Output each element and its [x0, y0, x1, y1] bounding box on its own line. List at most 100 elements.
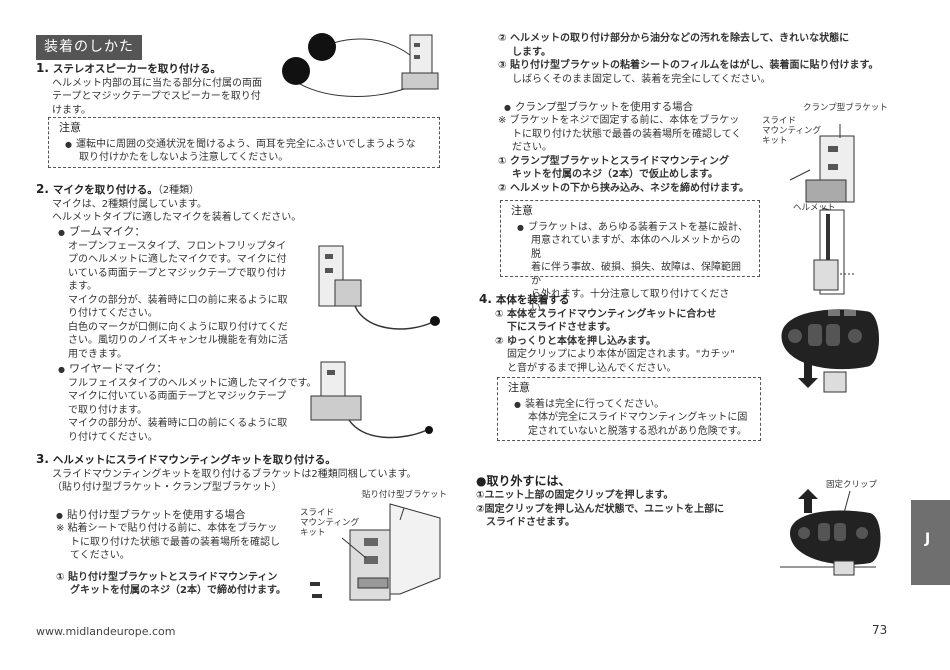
speaker-illustration [282, 33, 439, 97]
step3-heading: ヘルメットにスライドマウンティングキットを取り付ける。 [52, 454, 336, 466]
adhesive-step2-line: します。 [512, 46, 551, 58]
clamp-step2-line: ② ヘルメットの下から挟み込み、ネジを締め付けます。 [498, 182, 749, 194]
wired-mic-title: ワイヤードマイク： [58, 362, 318, 377]
step1-heading: ステレオスピーカーを取り付ける。 [52, 63, 221, 75]
step1-body-line: けます。 [52, 104, 91, 116]
step1-number: 1. [36, 61, 49, 75]
boom-mic-illustration [318, 245, 440, 330]
label-helmet: ヘルメット [793, 203, 836, 213]
adhesive-step1-line: グキットを付属のネジ（2本）で締め付けます。 [70, 585, 286, 597]
step2-intro-line: マイクは、2種類付属しています。 [52, 198, 207, 210]
adhesive-title: 貼り付け型ブラケットを使用する場合 [56, 508, 296, 522]
unit-slide-illustration [781, 309, 879, 393]
step3-number: 3. [36, 452, 49, 466]
language-tab: J [911, 500, 950, 585]
label-kit-line: キット [300, 528, 326, 539]
adhesive-bracket-illustration [310, 503, 441, 601]
label-mounting-kit-right: スライド マウンティング キット [762, 116, 821, 147]
remove-title: ●取り外すには、 [476, 474, 571, 488]
step4-s1-line: 下にスライドさせます。 [507, 322, 616, 333]
wired-line: マイクの部分が、装着時に口の前にくるように取 [68, 418, 288, 430]
step4-s1-line: ① 本体をスライドマウンティングキットに合わせ [495, 308, 717, 320]
step2-number: 2. [36, 182, 49, 196]
boom-line: り付けてください。 [68, 308, 158, 320]
boom-line: 白色のマークが口側に向くように取り付けてくだ [68, 321, 288, 333]
adhesive-step3-line: しばらくそのまま固定して、装着を完全にしてください。 [512, 73, 771, 85]
clamp-note: 注意 ブラケットは、あらゆる装着テストを基に設計、 用意されていますが、本体のヘ… [500, 200, 760, 314]
label-kit-line: マウンティング [762, 126, 821, 137]
label-kit-line: マウンティング [300, 518, 359, 529]
label-fixing-clip: 固定クリップ [826, 480, 878, 490]
unit-remove-illustration [780, 489, 881, 576]
label-mounting-kit: スライド マウンティング キット [300, 508, 359, 539]
adhesive-step2-line: ② ヘルメットの取り付け部分から油分などの汚れを除去して、きれいな状態に [498, 33, 850, 44]
boom-line: いている両面テープとマジックテープで取り付け [68, 267, 287, 279]
adhesive-note-line: ※ 粘着シートで貼り付ける前に、本体をブラケッ [56, 523, 278, 535]
step4-heading: 本体を装着する [495, 294, 570, 306]
note-line: 装着は完全に行ってください。 [514, 398, 750, 412]
adhesive-step1-line: ① 貼り付け型ブラケットとスライドマウンティン [56, 571, 278, 583]
clamp-step1-line: キットを付属のネジ（2本）で仮止めします。 [512, 169, 718, 181]
step4: 4.本体を装着する ① 本体をスライドマウンティングキットに合わせ 下にスライド… [479, 291, 769, 375]
section-title: 装着のしかた [36, 35, 142, 60]
step1-body-line: テープとマジックテープでスピーカーを取り付 [52, 91, 261, 102]
wired-line: フルフェイスタイプのヘルメットに適したマイクです。 [68, 377, 317, 389]
label-kit-line: スライド [300, 508, 335, 518]
language-tab-label: J [925, 531, 931, 547]
step3-intro-line: （貼り付け型ブラケット・クランプ型ブラケット） [52, 482, 282, 493]
note-line: 定されていないと脱落する恐れがあり危険です。 [528, 425, 747, 437]
boom-line: ます。 [68, 281, 97, 293]
boom-line: マイクの部分が、装着時に口の前に来るように取 [68, 294, 288, 306]
boom-line: さい。風切りのノイズキャンセル機能を有効に活 [68, 335, 288, 347]
note-line: 取り付けかたをしないよう注意してください。 [79, 152, 289, 164]
boom-mic-section: ブームマイク： オープンフェースタイプ、フロントフリップタイ プのヘルメットに適… [58, 225, 308, 361]
clamp-note-line: ※ ブラケットをネジで固定する前に、本体をブラケッ [498, 115, 740, 127]
page-number: 73 [872, 623, 888, 637]
step1: 1.ステレオスピーカーを取り付ける。 ヘルメット内部の耳に当たる部分に付属の両面… [36, 60, 296, 117]
step3: 3.ヘルメットにスライドマウンティングキットを取り付ける。 スライドマウンティン… [36, 451, 456, 495]
step4-s2-body-line: 固定クリップにより本体が固定されます。"カチッ" [507, 349, 735, 360]
note-line: ら外れます。十分注意して取り付けてください。 [531, 289, 730, 314]
clamp-bracket-illustration [789, 124, 856, 295]
footer-url: www.midlandeurope.com [36, 625, 176, 638]
wired-line: で取り付けます。 [68, 404, 147, 416]
boom-mic-title: ブームマイク： [58, 225, 308, 240]
remove-s1-line: ①ユニット上部の固定クリップを押します。 [476, 490, 674, 502]
step2-heading: マイクを取り付ける。 [52, 184, 158, 196]
note-title: 注意 [508, 381, 530, 394]
step1-body-line: ヘルメット内部の耳に当たる部分に付属の両面 [52, 77, 262, 89]
wired-mic-section: ワイヤードマイク： フルフェイスタイプのヘルメットに適したマイクです。 マイクに… [58, 362, 318, 444]
boom-line: オープンフェースタイプ、フロントフリップタイ [68, 240, 287, 252]
step2: 2.マイクを取り付ける。（2種類） マイクは、2種類付属しています。 ヘルメット… [36, 181, 326, 225]
boom-line: 用できます。 [68, 348, 127, 360]
adhesive-note-line: トに取り付けた状態で最善の装着場所を確認し [70, 536, 280, 548]
clamp-section: クランプ型ブラケットを使用する場合 ※ ブラケットをネジで固定する前に、本体をブ… [498, 100, 758, 195]
adhesive-step3-line: ③ 貼り付け型ブラケットの粘着シートのフィルムをはがし、装着面に貼り付けます。 [498, 60, 879, 71]
step1-note: 注意 運転中に周囲の交通状況を聞けるよう、両耳を完全にふさいでしまうような 取り… [48, 117, 440, 168]
clamp-step1-line: ① クランプ型ブラケットとスライドマウンティング [498, 155, 730, 167]
adhesive-steps-cont: ② ヘルメットの取り付け部分から油分などの汚れを除去して、きれいな状態に します… [498, 32, 898, 86]
step2-heading-sub: （2種類） [157, 185, 200, 196]
note-line: 着に伴う事故、破損、損失、故障は、保障範囲か [531, 262, 741, 287]
wired-line: り付けてください。 [68, 431, 158, 443]
step3-intro-line: スライドマウンティングキットを取り付けるブラケットは2種類同梱しています。 [52, 468, 417, 480]
note-title: 注意 [59, 121, 81, 134]
label-adhesive-bracket: 貼り付け型ブラケット [362, 490, 448, 500]
clamp-note-line: ださい。 [512, 142, 552, 154]
remove-section: ●取り外すには、 ①ユニット上部の固定クリップを押します。 ②固定クリップを押し… [476, 473, 766, 530]
remove-s2-line: ②固定クリップを押し込んだ状態で、ユニットを上部に [476, 503, 725, 515]
step4-note: 注意 装着は完全に行ってください。 本体が完全にスライドマウンティングキットに固… [497, 377, 761, 441]
step4-s2-line: ② ゆっくりと本体を押し込みます。 [495, 335, 656, 347]
step4-number: 4. [479, 292, 492, 306]
label-kit-line: キット [762, 136, 788, 147]
remove-s2-line: スライドさせます。 [486, 517, 575, 529]
adhesive-note-line: てください。 [70, 550, 130, 562]
clamp-title: クランプ型ブラケットを使用する場合 [504, 100, 758, 114]
wired-mic-illustration [310, 361, 433, 439]
step4-s2-body-line: と音がするまで押し込んでください。 [507, 362, 677, 374]
boom-line: プのヘルメットに適したマイクです。マイクに付 [68, 254, 287, 266]
note-line: 運転中に周囲の交通状況を聞けるよう、両耳を完全にふさいでしまうような [65, 138, 429, 152]
step2-intro-line: ヘルメットタイプに適したマイクを装着してください。 [52, 212, 302, 223]
note-line: ブラケットは、あらゆる装着テストを基に設計、 [517, 221, 749, 235]
adhesive-section: 貼り付け型ブラケットを使用する場合 ※ 粘着シートで貼り付ける前に、本体をブラケ… [56, 508, 296, 598]
